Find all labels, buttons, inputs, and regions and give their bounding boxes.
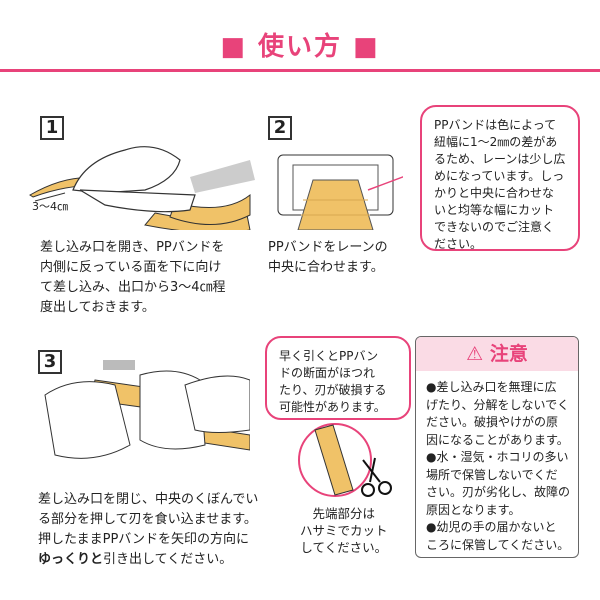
step-3-text: 差し込み口を閉じ、中央のくぼんでい る部分を押して刃を食い込ませます。 押したま… [38,492,259,567]
step-2-text: PPバンドをレーンの 中央に合わせます。 [268,240,388,275]
title-divider [0,69,600,72]
step-3-note-bubble: 早く引くとPPバン ドの断面がほつれ たり、刃が破損する 可能性があります。 [265,336,411,420]
step-1-number: 1 [40,116,64,140]
scissors-tip-text: 先端部分は ハサミでカット してください。 [300,506,388,555]
step-2-note-bubble: PPバンドは色によって 紐幅に1〜2㎜の差があ るため、レーンは少し広 めになっ… [420,105,580,251]
step-3-illustration [44,360,250,459]
step-2-illustration [277,154,403,230]
scissors-tip-illustration [298,423,392,497]
step-1-text: 差し込み口を開き、PPバンドを 内側に反っている面を下に向け て差し込み、出口か… [40,240,226,315]
caution-box: ⚠ 注意 ●差し込み口を無理に広 げたり、分解をしないでく ださい。破損やけがの… [415,336,579,558]
step-3-bold-text: ゆっくりと [38,552,104,567]
scissors-icon [361,457,392,497]
page-title: ■ 使い方 ■ [220,32,380,62]
caution-heading: 注意 [489,343,528,365]
step-2-number: 2 [268,116,292,140]
warning-triangle-icon: ⚠ [466,343,484,365]
step-3-number: 3 [38,350,62,374]
step-1-measure-label: 3〜4㎝ [32,200,68,213]
step-1-illustration [29,146,255,230]
caution-body: ●差し込み口を無理に広 げたり、分解をしないでく ださい。破損やけがの原 因にな… [426,380,571,552]
